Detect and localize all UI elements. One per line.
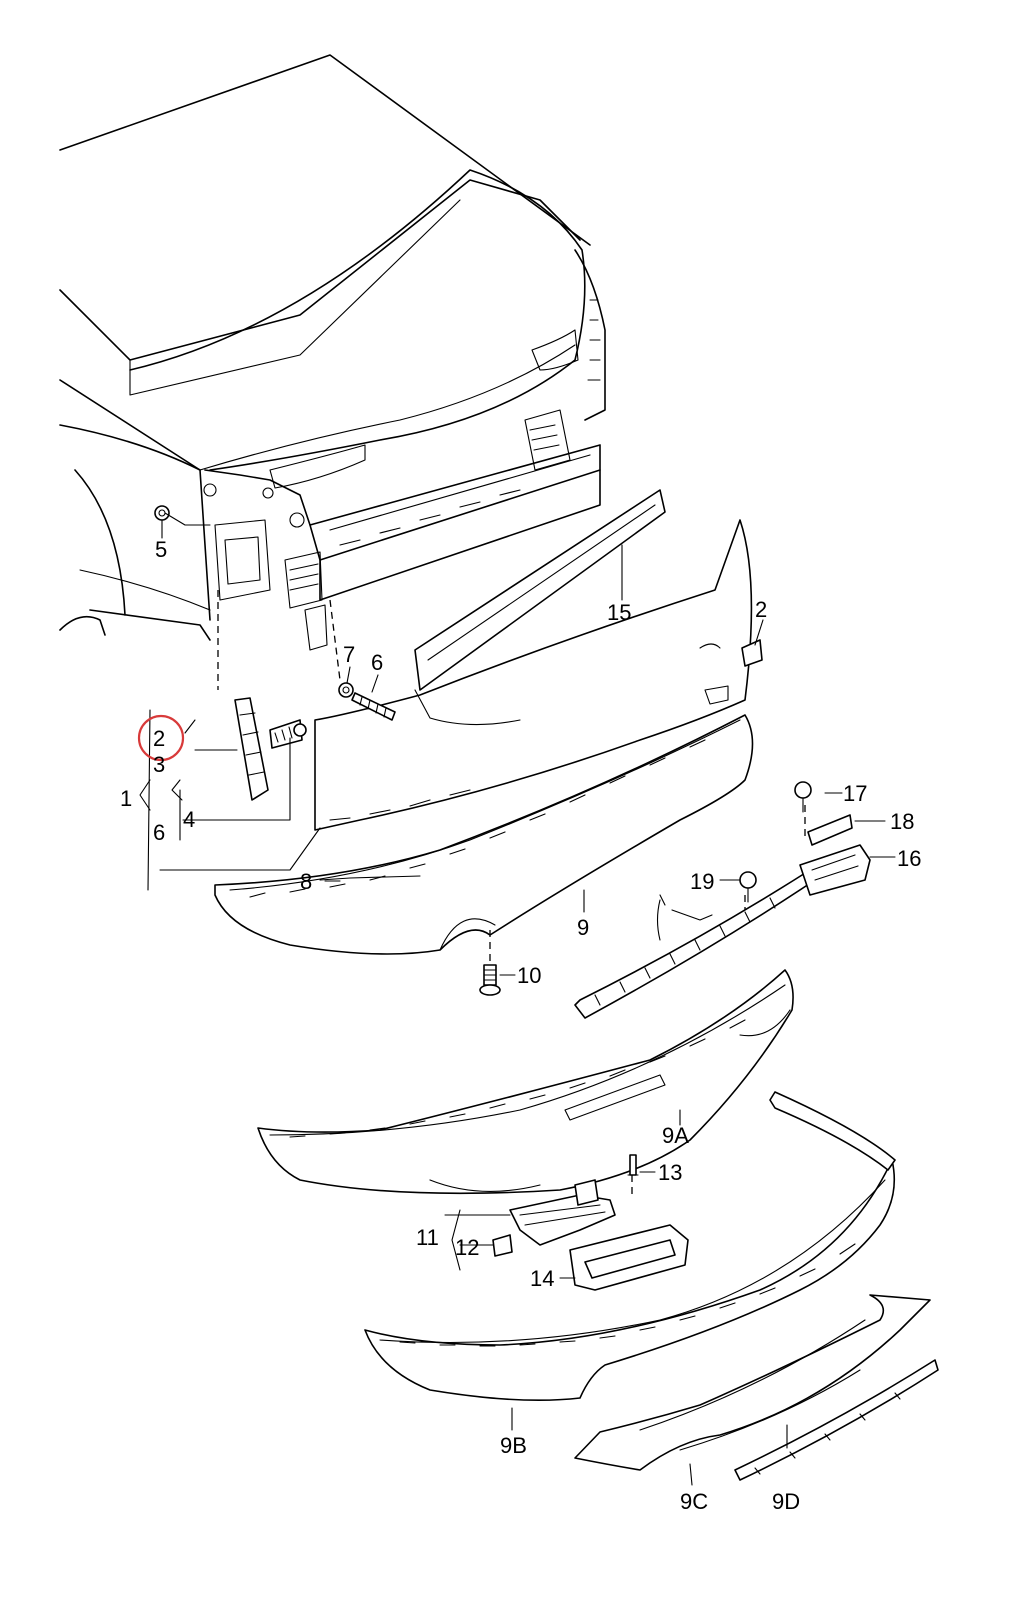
callout-9c: 9C [680,1489,708,1514]
callout-10: 10 [517,963,541,988]
trim-strip-9d [734,1359,939,1481]
callout-12: 12 [455,1235,479,1260]
bumper-cover [214,489,754,955]
assembly-line [329,599,341,681]
callout-8: 8 [300,869,312,894]
callout-7: 7 [343,642,355,667]
lower-diffuser-9a [257,969,794,1195]
callout-17: 17 [843,781,867,806]
callout-13: 13 [658,1160,682,1185]
callout-18: 18 [890,809,914,834]
callout-6-top: 6 [371,650,383,675]
mounting-rail [574,781,871,1019]
callout-16: 16 [897,846,921,871]
callout-9: 9 [577,915,589,940]
callout-14: 14 [530,1266,554,1291]
highlight-circle [137,714,185,762]
callout-9a: 9A [662,1123,689,1148]
insert-strip [319,875,421,881]
callout-6-left: 6 [153,820,165,845]
callout-4: 4 [183,807,195,832]
tailpipe-bracket [492,1179,616,1257]
callout-labels: 5 15 2 7 6 2 3 1 4 6 8 9 10 17 18 16 19 … [120,537,921,1514]
left-guide-bracket [234,682,396,801]
exhaust-trim [569,1224,689,1291]
callout-2-right: 2 [755,597,767,622]
callout-5: 5 [155,537,167,562]
screw-10 [479,964,501,996]
diffuser-9c [574,1294,931,1471]
callout-9b: 9B [500,1433,527,1458]
side-reflector [741,639,763,667]
callout-11: 11 [416,1225,439,1250]
callout-9d: 9D [772,1489,800,1514]
callout-1: 1 [120,786,132,811]
car-body [59,54,606,651]
callout-3: 3 [153,752,165,777]
callout-15: 15 [607,600,631,625]
lower-valance-9b [364,1091,896,1402]
callout-2-left: 2 [153,726,165,751]
screw-13 [629,1154,637,1176]
callout-19: 19 [690,869,714,894]
leader-lines [139,512,896,1486]
